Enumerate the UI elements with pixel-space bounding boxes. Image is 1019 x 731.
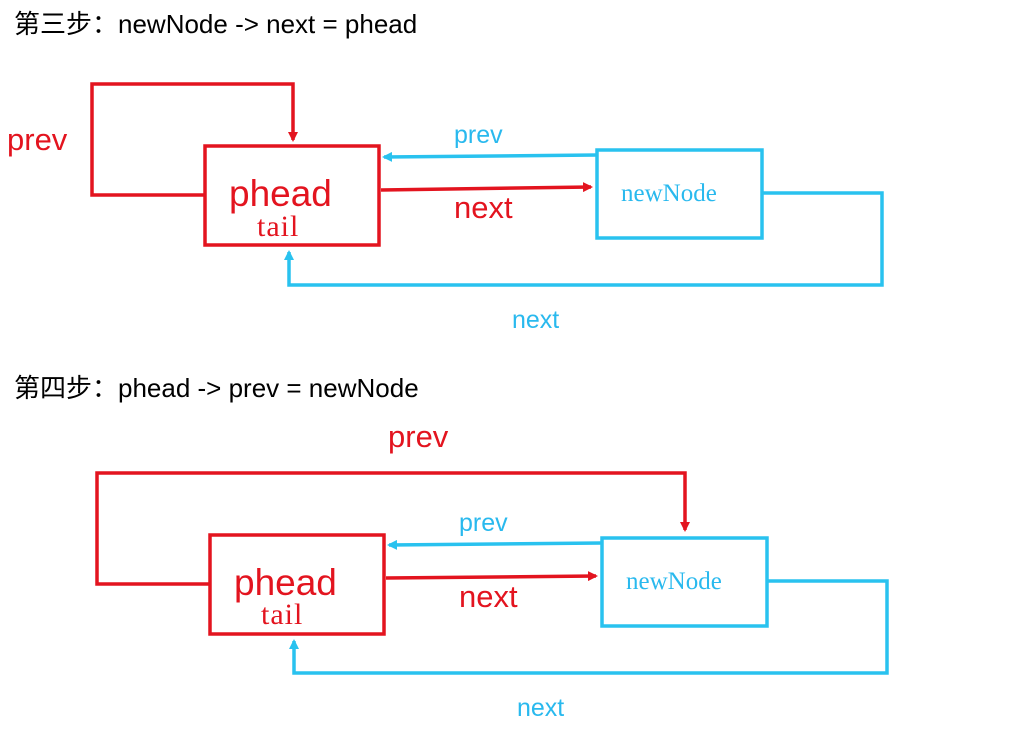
step4-next-loop-arrow — [289, 579, 889, 675]
step3-diagram: 第三步：newNode -> next = phead prev phead t… — [7, 9, 884, 334]
step3-next-loop-label: next — [512, 306, 559, 334]
step3-newnode-label: newNode — [621, 180, 717, 207]
step3-phead-label: phead — [229, 173, 332, 214]
step3-phead-node — [203, 144, 381, 247]
step3-title: 第三步：newNode -> next = phead — [14, 9, 417, 39]
step4-tail-label: tail — [261, 598, 303, 631]
step4-prev-back-arrow — [387, 539, 603, 550]
step4-newnode-label: newNode — [626, 568, 722, 595]
step4-next-fwd-arrow — [385, 571, 598, 582]
step4-title: 第四步：phead -> prev = newNode — [14, 373, 419, 403]
step4-prev-back-label: prev — [459, 509, 508, 537]
step3-next-fwd-label: next — [454, 190, 513, 225]
step3-next-fwd-arrow — [380, 182, 593, 193]
step4-phead-label: phead — [234, 562, 337, 603]
step3-prev-back-label: prev — [454, 121, 503, 149]
step4-next-loop-label: next — [517, 694, 564, 722]
step3-prev-self-arrow — [90, 82, 298, 197]
step3-prev-self-label: prev — [7, 122, 68, 157]
step4-prev-top-arrow — [95, 471, 690, 586]
step4-prev-top-label: prev — [388, 419, 449, 454]
step4-diagram: 第四步：phead -> prev = newNode prev phead t… — [14, 373, 889, 722]
step4-phead-node — [208, 533, 386, 636]
step3-next-loop-arrow — [284, 191, 884, 287]
step3-prev-back-arrow — [382, 151, 598, 162]
step3-tail-label: tail — [257, 210, 299, 243]
step4-next-fwd-label: next — [459, 579, 518, 614]
